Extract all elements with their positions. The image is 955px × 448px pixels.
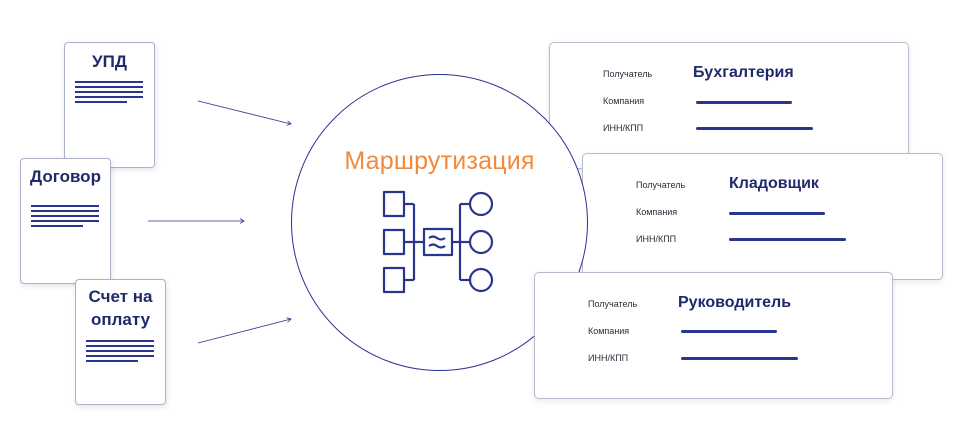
document-text-lines — [31, 205, 99, 230]
inn-value-line — [729, 238, 846, 241]
document-title-line1: Счет на — [88, 287, 153, 306]
arrow-upd — [197, 100, 291, 124]
recipient-card-2: Получатель Кладовщик Компания ИНН/КПП — [582, 153, 943, 280]
document-schet: Счет на оплату — [75, 279, 166, 405]
recipient-name: Руководитель — [678, 294, 792, 311]
document-upd: УПД — [64, 42, 155, 168]
routing-icon — [382, 190, 494, 294]
inn-value-line — [681, 357, 798, 360]
document-text-lines — [75, 81, 143, 106]
inn-label: ИНН/КПП — [636, 234, 677, 244]
inn-value-line — [696, 127, 813, 130]
inn-label: ИНН/КПП — [588, 353, 629, 363]
company-value-line — [681, 330, 777, 333]
recipient-label: Получатель — [603, 69, 653, 79]
inn-label: ИНН/КПП — [603, 123, 644, 133]
document-title: УПД — [92, 52, 127, 71]
recipient-name: Бухгалтерия — [693, 64, 794, 81]
recipient-card-1: Получатель Бухгалтерия Компания ИНН/КПП — [549, 42, 909, 169]
document-text-lines — [86, 340, 154, 365]
company-label: Компания — [603, 96, 645, 106]
recipient-label: Получатель — [636, 180, 686, 190]
document-dogovor: Договор — [20, 158, 111, 284]
arrow-schet — [197, 319, 291, 344]
recipient-card-3: Получатель Руководитель Компания ИНН/КПП — [534, 272, 893, 399]
company-label: Компания — [588, 326, 630, 336]
company-label: Компания — [636, 207, 678, 217]
document-title: Договор — [30, 167, 101, 186]
hub-title: Маршрутизация — [344, 147, 535, 175]
company-value-line — [729, 212, 825, 215]
recipient-label: Получатель — [588, 299, 638, 309]
company-value-line — [696, 101, 792, 104]
document-title-line2: оплату — [90, 310, 151, 329]
recipient-name: Кладовщик — [729, 175, 819, 192]
